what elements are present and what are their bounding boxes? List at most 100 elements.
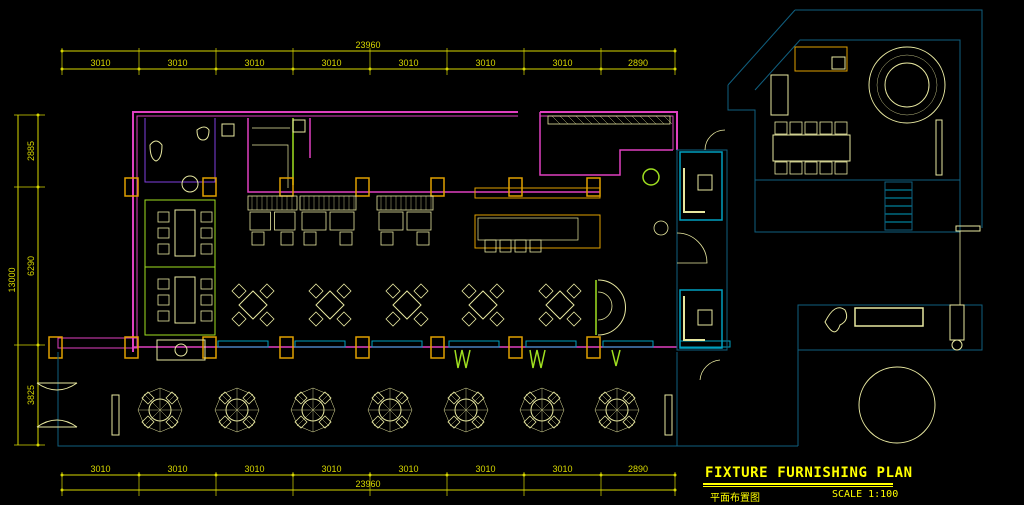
side-table bbox=[697, 309, 713, 326]
dimension-tick bbox=[599, 473, 603, 477]
private-room-outline bbox=[144, 199, 216, 336]
column bbox=[508, 177, 523, 197]
shelf-hatch bbox=[631, 115, 641, 125]
shelf-hatch bbox=[647, 115, 657, 125]
dimension-tick bbox=[673, 67, 677, 71]
chair bbox=[218, 415, 232, 429]
storage-shelf bbox=[547, 115, 671, 125]
chair bbox=[622, 391, 636, 405]
cabinet bbox=[770, 74, 789, 116]
shelf-hatch bbox=[655, 115, 665, 125]
chair bbox=[774, 161, 788, 175]
plan-subtitle: 平面布置图 bbox=[710, 493, 760, 504]
top-segment-dimension: 3010 bbox=[475, 58, 495, 68]
umbrella bbox=[290, 387, 336, 433]
chair bbox=[395, 391, 409, 405]
window-glass bbox=[217, 340, 269, 348]
chair bbox=[318, 415, 332, 429]
umbrella bbox=[137, 387, 183, 433]
dimension-tick bbox=[291, 67, 295, 71]
curtain bbox=[611, 349, 621, 367]
top-segment-dimension: 3010 bbox=[321, 58, 341, 68]
top-segment-dimension: 3010 bbox=[90, 58, 110, 68]
shelf-hatch bbox=[663, 115, 673, 125]
top-segment-dimension: 3010 bbox=[167, 58, 187, 68]
chair bbox=[447, 415, 461, 429]
bar-stool bbox=[499, 239, 512, 253]
shelf-hatch bbox=[551, 115, 561, 125]
bottom-segment-dimension: 2890 bbox=[628, 464, 648, 474]
entry-wall bbox=[57, 337, 139, 349]
shaft bbox=[221, 123, 235, 137]
column bbox=[279, 177, 294, 197]
shelf-hatch bbox=[583, 115, 593, 125]
chair bbox=[598, 391, 612, 405]
umbrella-rib bbox=[144, 394, 176, 426]
booth-bench bbox=[247, 195, 298, 211]
chair bbox=[566, 283, 582, 299]
chair bbox=[157, 227, 170, 239]
dimension-tick bbox=[137, 473, 141, 477]
shelf-hatch bbox=[623, 115, 633, 125]
chair bbox=[774, 121, 788, 135]
umbrella bbox=[443, 387, 489, 433]
chair bbox=[242, 391, 256, 405]
banquet-table bbox=[174, 276, 196, 324]
bottom-segment-dimension: 3010 bbox=[321, 464, 341, 474]
dimension-lines bbox=[14, 48, 677, 496]
chair bbox=[566, 311, 582, 327]
chair bbox=[339, 231, 353, 246]
umbrella-rib bbox=[601, 394, 633, 426]
chair bbox=[157, 310, 170, 322]
sink bbox=[831, 56, 846, 70]
chair bbox=[834, 121, 848, 135]
column bbox=[355, 177, 370, 197]
dimension-tick bbox=[137, 67, 141, 71]
dimension-tick bbox=[368, 473, 372, 477]
column bbox=[124, 336, 139, 359]
sofa bbox=[683, 168, 705, 213]
dimension-tick bbox=[673, 473, 677, 477]
umbrella-rib bbox=[374, 394, 406, 426]
dimension-tick bbox=[36, 113, 40, 117]
chair bbox=[336, 283, 352, 299]
column bbox=[586, 177, 601, 197]
vestibule-outline bbox=[676, 149, 728, 351]
top-segment-dimension: 3010 bbox=[244, 58, 264, 68]
booth-bench bbox=[376, 195, 434, 211]
annex-wall bbox=[727, 9, 983, 233]
sink bbox=[292, 119, 306, 133]
exterior-wall bbox=[132, 111, 678, 352]
chair bbox=[303, 231, 317, 246]
bottom-total-dimension: 23960 bbox=[355, 479, 380, 489]
top-segment-dimension: 3010 bbox=[552, 58, 572, 68]
chair bbox=[200, 278, 213, 290]
bar-stool bbox=[484, 239, 497, 253]
umbrella-rib bbox=[297, 394, 329, 426]
booth-table bbox=[406, 211, 432, 231]
left-segment-dimension: 3825 bbox=[26, 385, 36, 405]
booth-room bbox=[679, 289, 723, 349]
chair bbox=[141, 415, 155, 429]
storage-wall bbox=[539, 112, 673, 176]
top-segment-dimension: 2890 bbox=[628, 58, 648, 68]
window-glass bbox=[371, 340, 423, 348]
shelf-hatch bbox=[567, 115, 577, 125]
dimension-tick bbox=[60, 473, 64, 477]
chair bbox=[259, 283, 275, 299]
chair bbox=[200, 294, 213, 306]
stool bbox=[653, 220, 669, 236]
dimension-tick bbox=[36, 343, 40, 347]
dimension-labels: 23960 23960 3010 3010 3010 3010 3010 301… bbox=[7, 40, 648, 489]
booth-table bbox=[301, 211, 327, 231]
terrace-outline bbox=[797, 304, 983, 446]
dimension-tick bbox=[673, 488, 677, 492]
entry-door bbox=[36, 382, 78, 428]
dimension-tick bbox=[60, 488, 64, 492]
chair bbox=[385, 311, 401, 327]
gate bbox=[955, 225, 981, 232]
round-lawn bbox=[858, 366, 936, 444]
back-counter bbox=[474, 187, 601, 199]
bottom-segment-dimension: 3010 bbox=[167, 464, 187, 474]
